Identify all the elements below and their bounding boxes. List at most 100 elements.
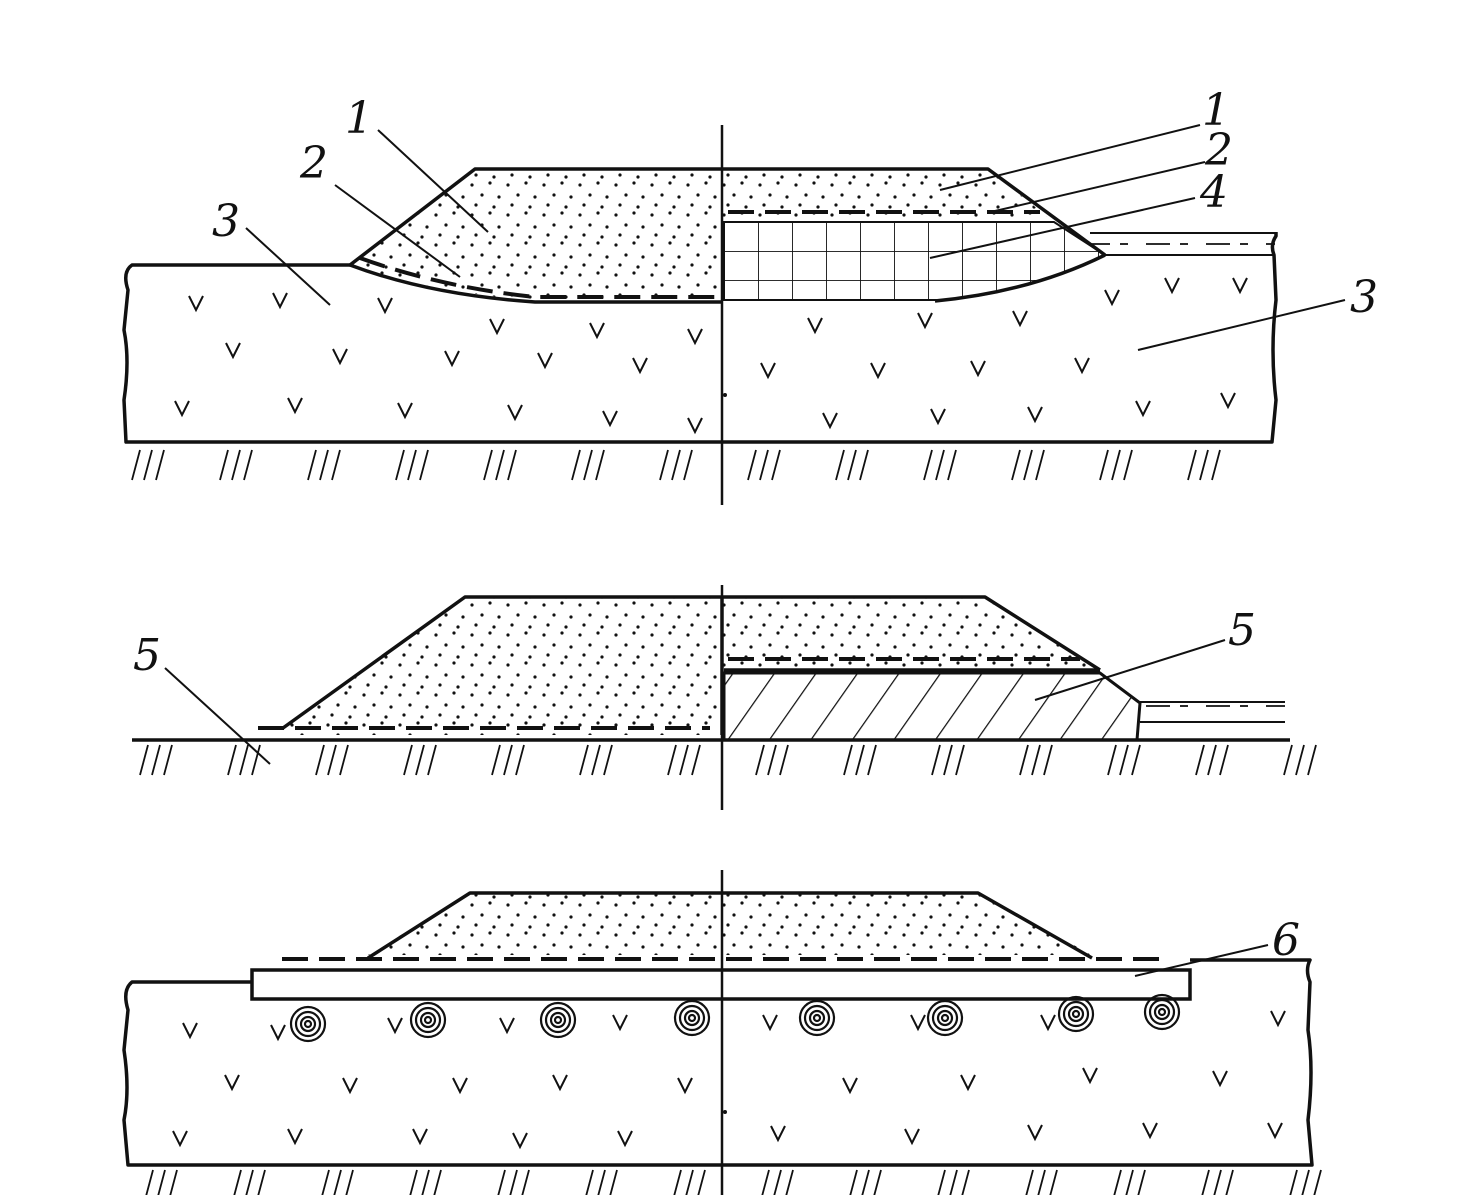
ground-hatch-stroke <box>767 744 777 776</box>
top-grid-fill <box>723 221 1108 301</box>
ground-hatch-stroke <box>673 1169 682 1195</box>
drain-roll <box>409 1001 447 1039</box>
ground-hatch-stroke <box>333 1169 342 1195</box>
ground-hatch-stroke <box>679 744 689 776</box>
top-label-3-right: 3 <box>1350 272 1378 323</box>
ground-hatch-stroke <box>239 744 249 776</box>
ground-hatch-stroke <box>931 744 941 776</box>
soil-v-mark <box>687 417 703 435</box>
ground-hatch-stroke <box>515 744 525 776</box>
top-label-3-left: 3 <box>212 196 240 247</box>
ground-hatch-stroke <box>1099 449 1109 481</box>
top-leaders <box>245 124 1346 351</box>
ground-hatch-stroke <box>155 449 165 481</box>
ground-hatch-stroke <box>219 449 229 481</box>
ground-hatch-stroke <box>785 1169 794 1195</box>
middle-ground-hatching <box>139 744 1317 776</box>
ground-hatch-stroke <box>157 1169 166 1195</box>
ground-hatch-stroke <box>571 449 581 481</box>
ground-hatch-stroke <box>961 1169 970 1195</box>
ground-hatch-stroke <box>315 744 325 776</box>
soil-v-mark <box>188 295 204 313</box>
soil-v-mark <box>762 1014 778 1032</box>
ground-hatch-stroke <box>759 449 769 481</box>
ground-hatch-stroke <box>1037 1169 1046 1195</box>
ground-hatch-stroke <box>131 449 141 481</box>
ground-hatch-stroke <box>395 449 405 481</box>
ground-hatch-stroke <box>1211 449 1221 481</box>
soil-v-mark <box>1270 1010 1286 1028</box>
bottom-ground-outline <box>122 958 1314 1167</box>
ground-hatch-stroke <box>1011 449 1021 481</box>
ground-hatch-stroke <box>747 449 757 481</box>
ground-hatch-stroke <box>697 1169 706 1195</box>
soil-v-mark <box>507 404 523 422</box>
ground-hatch-stroke <box>1201 1169 1210 1195</box>
soil-v-mark <box>917 312 933 330</box>
soil-v-mark <box>842 1077 858 1095</box>
ground-hatch-stroke <box>507 449 517 481</box>
soil-v-mark <box>412 1128 428 1146</box>
soil-v-mark <box>397 402 413 420</box>
ground-hatch-stroke <box>659 449 669 481</box>
soil-v-mark <box>1135 400 1151 418</box>
ground-hatch-stroke <box>1307 744 1317 776</box>
drain-roll <box>289 1005 327 1043</box>
ground-hatch-stroke <box>755 744 765 776</box>
soil-v-mark <box>1104 289 1120 307</box>
ground-hatch-stroke <box>163 744 173 776</box>
ground-hatch-stroke <box>603 744 613 776</box>
drain-roll <box>798 999 836 1037</box>
ground-hatch-stroke <box>1301 1169 1310 1195</box>
ground-hatch-stroke <box>595 449 605 481</box>
ground-hatch-stroke <box>1313 1169 1322 1195</box>
ground-hatch-stroke <box>327 744 337 776</box>
soil-v-mark <box>1040 1014 1056 1032</box>
soil-v-mark <box>342 1077 358 1095</box>
ground-hatch-stroke <box>1113 1169 1122 1195</box>
soil-v-mark <box>332 348 348 366</box>
bottom-drain-rolls <box>289 993 1181 1043</box>
middle-embankment-left <box>283 597 722 735</box>
ground-hatch-stroke <box>307 449 317 481</box>
ground-hatch-stroke <box>227 744 237 776</box>
top-label-1-right: 1 <box>1202 85 1230 136</box>
soil-v-mark <box>1012 310 1028 328</box>
ground-hatch-stroke <box>491 744 501 776</box>
soil-v-mark <box>287 1128 303 1146</box>
soil-v-mark <box>537 352 553 370</box>
ground-hatch-stroke <box>943 744 953 776</box>
top-label-2-left: 2 <box>299 138 328 189</box>
soil-v-mark <box>270 1024 286 1042</box>
soil-v-mark <box>172 1130 188 1148</box>
ground-hatch-stroke <box>1023 449 1033 481</box>
ground-hatch-stroke <box>773 1169 782 1195</box>
ground-hatch-stroke <box>319 449 329 481</box>
soil-v-mark <box>1212 1070 1228 1088</box>
top-water <box>1090 233 1275 249</box>
ground-hatch-stroke <box>1119 744 1129 776</box>
ground-hatch-stroke <box>861 1169 870 1195</box>
ground-hatch-stroke <box>1195 744 1205 776</box>
soil-v-mark <box>1220 392 1236 410</box>
drain-roll <box>539 1001 577 1039</box>
bottom-label-6: 6 <box>1272 915 1300 966</box>
ground-hatch-stroke <box>1295 744 1305 776</box>
ground-hatch-stroke <box>1187 449 1197 481</box>
top-ground-hatching <box>131 449 1221 481</box>
ground-hatch-stroke <box>923 449 933 481</box>
ground-hatch-stroke <box>427 744 437 776</box>
middle-water <box>1140 702 1285 718</box>
soil-v-mark <box>770 1125 786 1143</box>
top-embankment-left <box>350 169 722 301</box>
ground-hatch-stroke <box>339 744 349 776</box>
soil-v-mark <box>1232 277 1248 295</box>
soil-v-mark <box>444 350 460 368</box>
soil-v-mark <box>617 1130 633 1148</box>
soil-v-mark <box>1142 1122 1158 1140</box>
ground-hatch-stroke <box>321 1169 330 1195</box>
soil-v-mark <box>1027 406 1043 424</box>
soil-v-mark <box>182 1022 198 1040</box>
ground-hatch-stroke <box>145 1169 154 1195</box>
ground-hatch-stroke <box>771 449 781 481</box>
